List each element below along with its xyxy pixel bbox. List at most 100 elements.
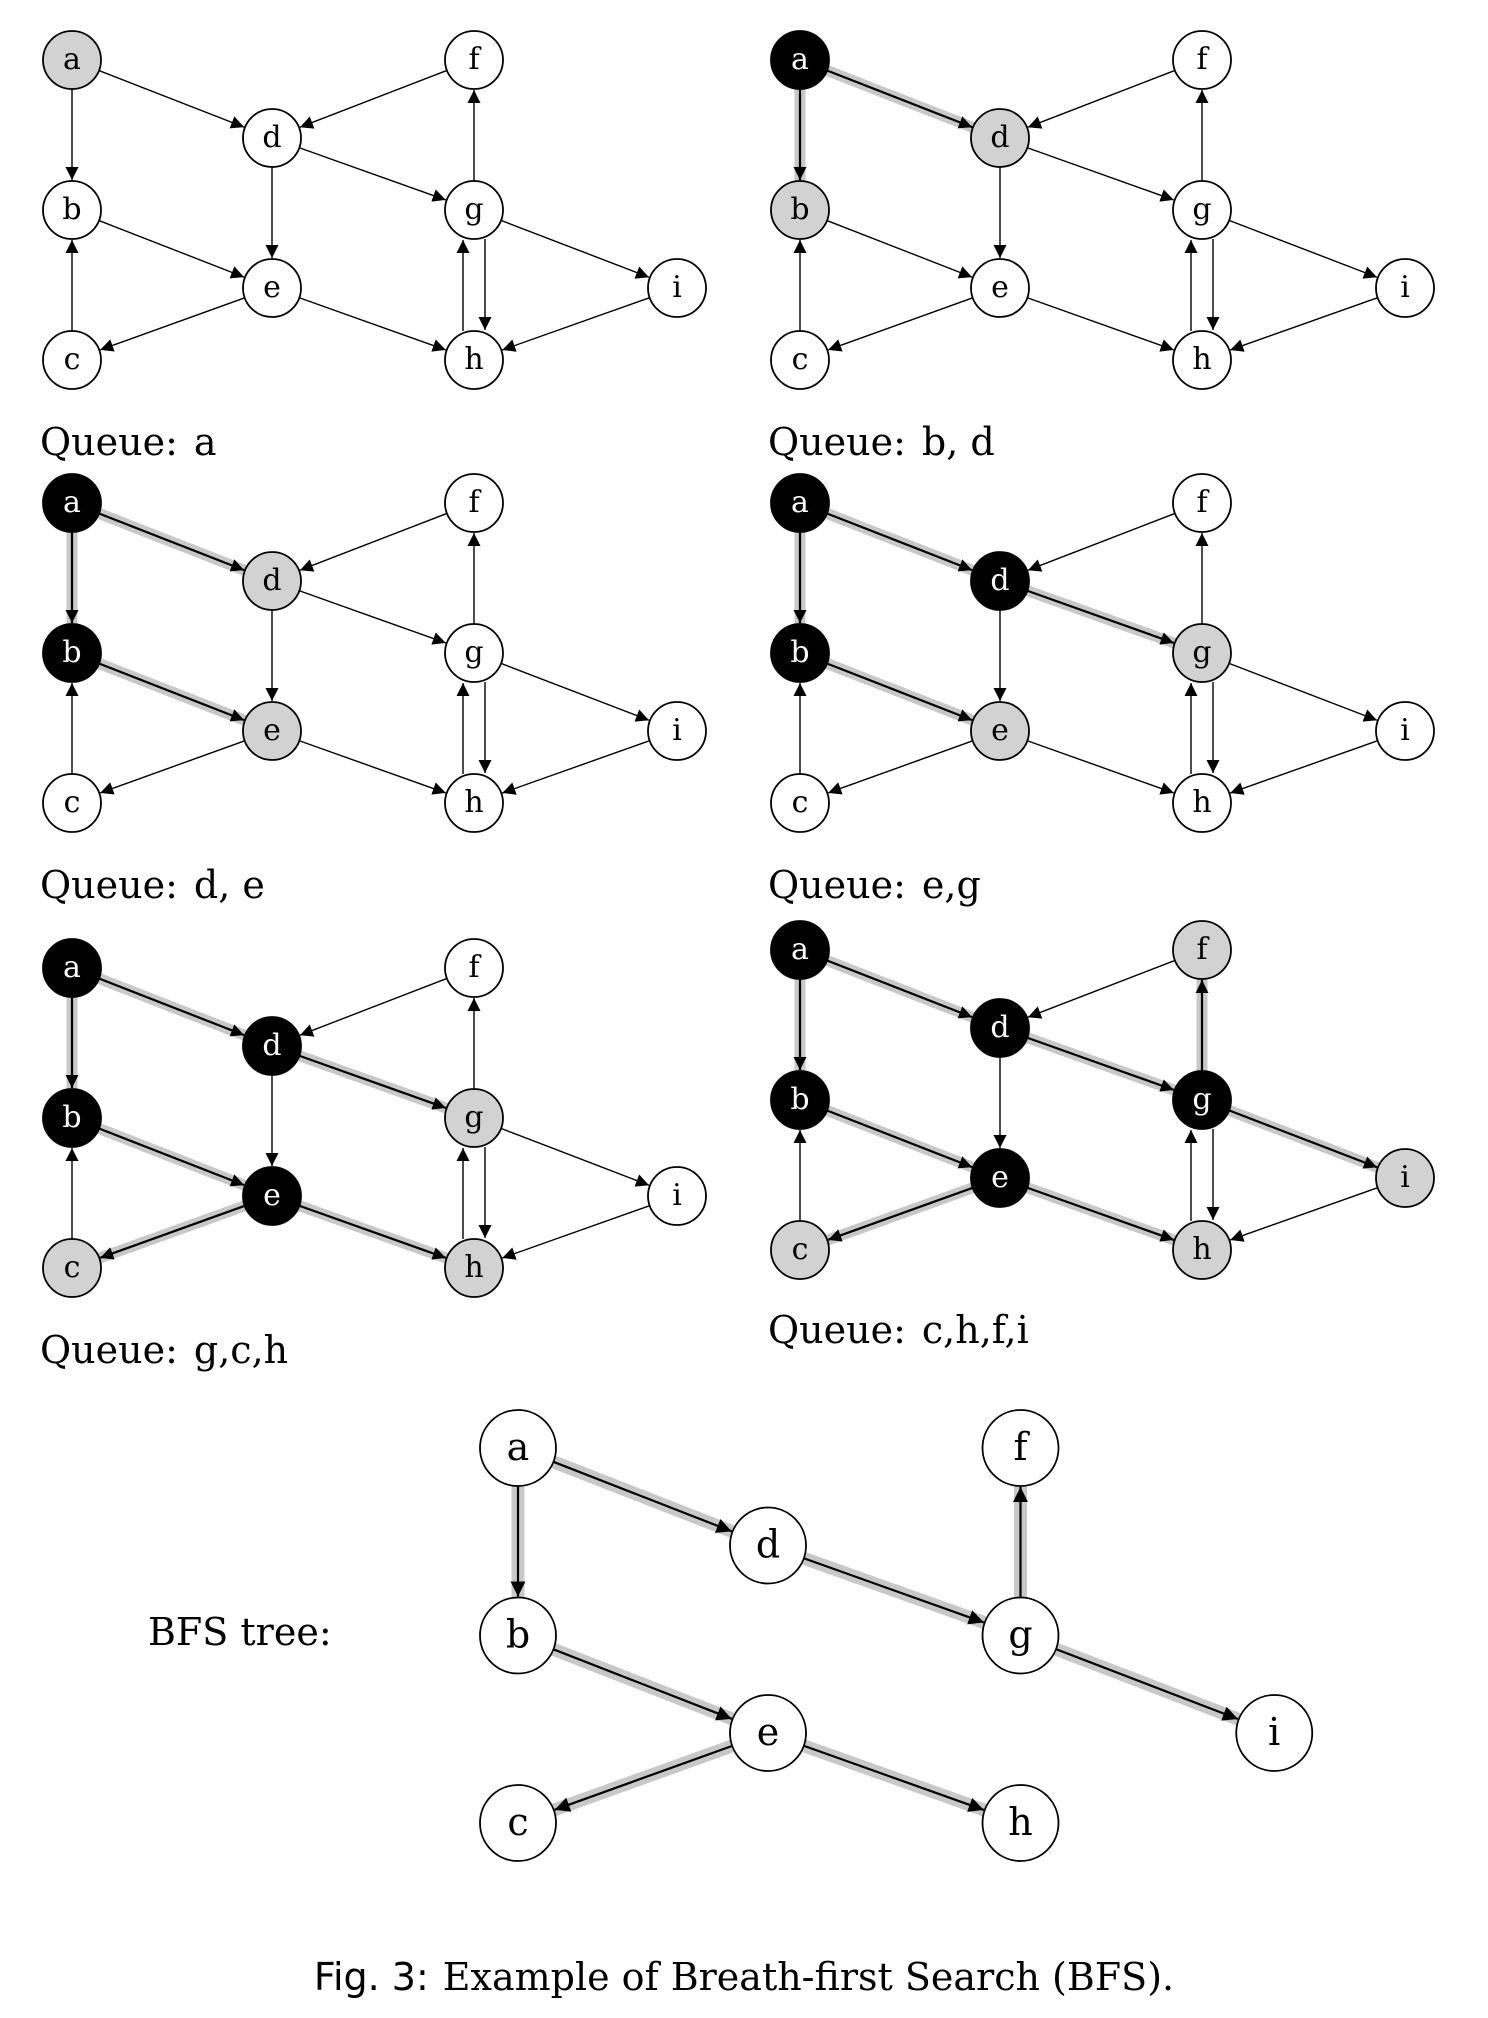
edge-d-g bbox=[1027, 147, 1174, 202]
edge-a-d bbox=[98, 977, 245, 1037]
node-label-c: c bbox=[507, 1800, 528, 1844]
node-label-h: h bbox=[1192, 342, 1211, 377]
edges bbox=[510, 1455, 1245, 1817]
node-d: d bbox=[970, 108, 1030, 168]
node-label-a: a bbox=[63, 42, 81, 77]
edge-d-g bbox=[1026, 1036, 1175, 1092]
node-e: e bbox=[242, 258, 302, 318]
node-e: e bbox=[970, 258, 1030, 318]
node-circle-e bbox=[242, 701, 302, 761]
node-label-c: c bbox=[792, 342, 809, 377]
node-g: g bbox=[1172, 180, 1232, 240]
node-circle-a bbox=[770, 920, 830, 980]
node-label-c: c bbox=[792, 785, 809, 820]
edges bbox=[65, 508, 650, 795]
edge-i-h bbox=[502, 1205, 650, 1260]
node-g: g bbox=[444, 1088, 504, 1148]
node-label-d: d bbox=[262, 120, 281, 155]
edge-b-e bbox=[553, 1648, 733, 1721]
node-circle-c bbox=[770, 1220, 830, 1280]
node-h: h bbox=[1172, 330, 1232, 390]
node-f: f bbox=[444, 473, 504, 533]
node-circle-a bbox=[770, 473, 830, 533]
queue-text-3: Queue: d, e bbox=[40, 863, 265, 907]
node-e: e bbox=[242, 701, 302, 761]
node-circle-d bbox=[970, 108, 1030, 168]
edge-g-i bbox=[1228, 662, 1378, 722]
edges bbox=[793, 508, 1378, 795]
node-label-b: b bbox=[790, 1082, 809, 1117]
node-circle-h bbox=[1172, 773, 1232, 833]
node-d: d bbox=[970, 998, 1030, 1058]
node-circle-h bbox=[1172, 330, 1232, 390]
node-circle-f bbox=[1172, 920, 1232, 980]
node-label-g: g bbox=[1008, 1613, 1032, 1657]
node-circle-b bbox=[770, 180, 830, 240]
node-a: a bbox=[770, 30, 830, 90]
node-circle-c bbox=[770, 773, 830, 833]
node-h: h bbox=[1172, 773, 1232, 833]
node-a: a bbox=[479, 1409, 557, 1487]
edges bbox=[793, 65, 1378, 352]
edge-e-h bbox=[803, 1744, 985, 1812]
node-label-f: f bbox=[468, 950, 481, 985]
edge-e-h bbox=[299, 740, 446, 795]
node-circle-h bbox=[981, 1784, 1060, 1862]
node-d: d bbox=[242, 1016, 302, 1076]
edge-g-i bbox=[1228, 219, 1378, 279]
node-circle-d bbox=[970, 551, 1030, 611]
edges bbox=[65, 973, 650, 1264]
edge-e-h bbox=[1027, 740, 1174, 795]
queue-value: g,c,h bbox=[194, 1328, 288, 1372]
edge-i-h bbox=[1230, 297, 1378, 352]
edge-e-c bbox=[99, 297, 245, 352]
queue-label: Queue: bbox=[40, 1328, 178, 1372]
node-label-a: a bbox=[507, 1425, 530, 1469]
edge-b-e bbox=[826, 219, 973, 279]
node-circle-e bbox=[970, 1148, 1030, 1208]
node-label-f: f bbox=[468, 485, 481, 520]
edge-i-h bbox=[1230, 740, 1378, 795]
node-label-b: b bbox=[506, 1613, 530, 1657]
edge-e-c bbox=[827, 1186, 974, 1242]
node-circle-e bbox=[242, 1166, 302, 1226]
node-label-g: g bbox=[464, 1100, 483, 1135]
node-b: b bbox=[42, 1088, 102, 1148]
node-circle-h bbox=[444, 773, 504, 833]
edge-f-d bbox=[1027, 69, 1176, 129]
node-label-f: f bbox=[468, 42, 481, 77]
queue-value: d, e bbox=[194, 863, 265, 907]
queue-label: Queue: bbox=[40, 863, 178, 907]
node-circle-f bbox=[1172, 473, 1232, 533]
node-f: f bbox=[1172, 473, 1232, 533]
node-label-b: b bbox=[62, 635, 81, 670]
edge-e-c bbox=[827, 740, 973, 795]
node-circle-i bbox=[647, 258, 707, 318]
node-label-a: a bbox=[791, 932, 809, 967]
node-e: e bbox=[970, 701, 1030, 761]
node-circle-g bbox=[444, 1088, 504, 1148]
node-circle-c bbox=[42, 1238, 102, 1298]
node-label-b: b bbox=[62, 1100, 81, 1135]
node-f: f bbox=[981, 1409, 1060, 1487]
node-circle-e bbox=[242, 258, 302, 318]
node-circle-i bbox=[1375, 258, 1435, 318]
node-circle-b bbox=[42, 623, 102, 683]
node-e: e bbox=[729, 1694, 807, 1772]
node-circle-h bbox=[444, 1238, 504, 1298]
node-a: a bbox=[770, 473, 830, 533]
edge-d-g bbox=[298, 1054, 447, 1110]
edge-d-g bbox=[803, 1557, 985, 1625]
node-label-i: i bbox=[672, 1178, 682, 1213]
node-a: a bbox=[770, 920, 830, 980]
queue-label: Queue: bbox=[40, 420, 178, 464]
queue-text-6: Queue:c,h,f,i bbox=[768, 1308, 1029, 1352]
node-label-b: b bbox=[790, 635, 809, 670]
node-label-i: i bbox=[1400, 1160, 1410, 1195]
